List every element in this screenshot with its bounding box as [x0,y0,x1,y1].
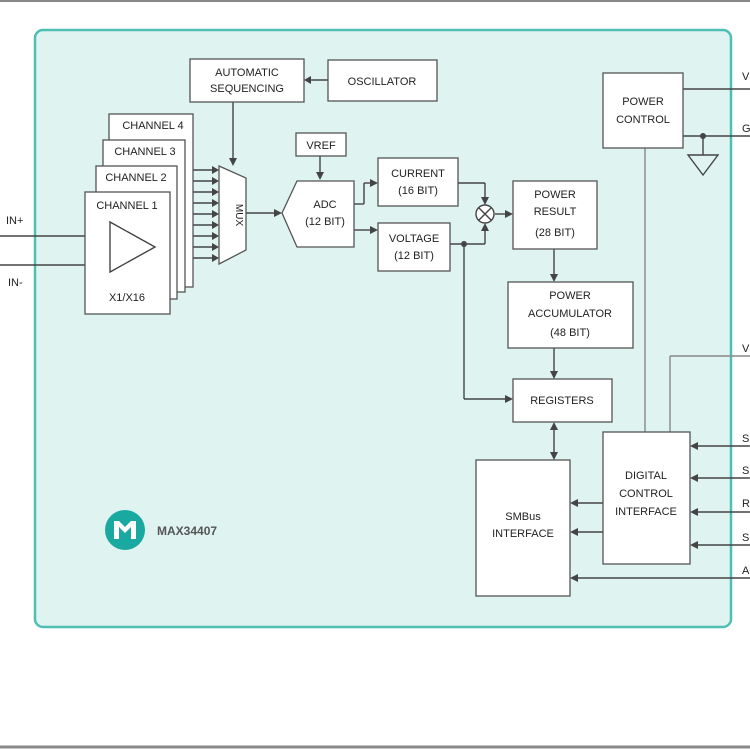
pin-right-8: A [742,565,750,577]
adc-line1: ADC [313,199,336,211]
mux-label: MUX [233,204,244,227]
pin-right-7: S [742,532,749,544]
vref-block: VREF [295,132,347,157]
power-control-line2: CONTROL [616,114,670,126]
pin-right-1: V [742,71,750,83]
vref-label: VREF [306,140,336,152]
accumulator-line1: POWER [549,290,591,302]
channel-2-label: CHANNEL 2 [105,172,166,184]
power-result-line3: (28 BIT) [535,227,575,239]
voltage-line2: (12 BIT) [394,250,434,262]
smbus-interface-block: SMBus INTERFACE [475,459,571,597]
power-result-block: POWER RESULT (28 BIT) [512,180,598,250]
voltage-block: VOLTAGE (12 BIT) [377,222,451,272]
voltage-line1: VOLTAGE [389,233,439,245]
registers-block: REGISTERS [512,378,613,423]
pin-right-6: R [742,498,750,510]
pin-in-plus: IN+ [6,215,23,227]
multiplier-icon [475,204,495,224]
auto-seq-line2: SEQUENCING [210,83,284,95]
mux-block: MUX [218,164,247,266]
power-control-block: POWER CONTROL [602,72,684,149]
power-accumulator-block: POWER ACCUMULATOR (48 BIT) [507,281,634,349]
current-line1: CURRENT [391,168,445,180]
channel-stack: CHANNEL 4 CHANNEL 3 CHANNEL 2 CHANNEL 1 … [84,113,194,315]
pin-in-minus: IN- [8,277,23,289]
adc-block: ADC (12 BIT) [281,180,355,248]
current-line2: (16 BIT) [398,185,438,197]
pin-right-4: S [742,433,749,445]
accumulator-line3: (48 BIT) [550,327,590,339]
digital-control-line2: CONTROL [619,488,673,500]
automatic-sequencing-block: AUTOMATIC SEQUENCING [189,58,305,103]
auto-seq-line1: AUTOMATIC [215,67,279,79]
pin-labels: IN+ IN- V G V S S R S A [6,71,750,577]
current-block: CURRENT (16 BIT) [377,157,459,207]
channel-4-label: CHANNEL 4 [122,120,183,132]
accumulator-line2: ACCUMULATOR [528,308,612,320]
power-control-line1: POWER [622,96,664,108]
smbus-line2: INTERFACE [492,528,554,540]
digital-control-line1: DIGITAL [625,470,667,482]
maxim-logo: MAX34407 [105,510,217,550]
digital-control-block: DIGITAL CONTROL INTERFACE [602,431,691,565]
registers-label: REGISTERS [530,395,594,407]
power-result-line1: POWER [534,189,576,201]
gain-label: X1/X16 [109,292,145,304]
smbus-line1: SMBus [505,511,541,523]
pin-right-3: V [742,343,750,355]
channel-3-label: CHANNEL 3 [114,146,175,158]
pin-right-2: G [742,123,750,135]
oscillator-label: OSCILLATOR [348,76,417,88]
oscillator-block: OSCILLATOR [327,59,438,102]
adc-line2: (12 BIT) [305,216,345,228]
channel-1-box [84,191,171,315]
pin-right-5: S [742,465,749,477]
part-number: MAX34407 [157,524,217,538]
channel-1-label: CHANNEL 1 [96,200,157,212]
amplifier-icon [109,220,157,274]
power-result-line2: RESULT [534,206,577,218]
digital-control-line3: INTERFACE [615,506,677,518]
